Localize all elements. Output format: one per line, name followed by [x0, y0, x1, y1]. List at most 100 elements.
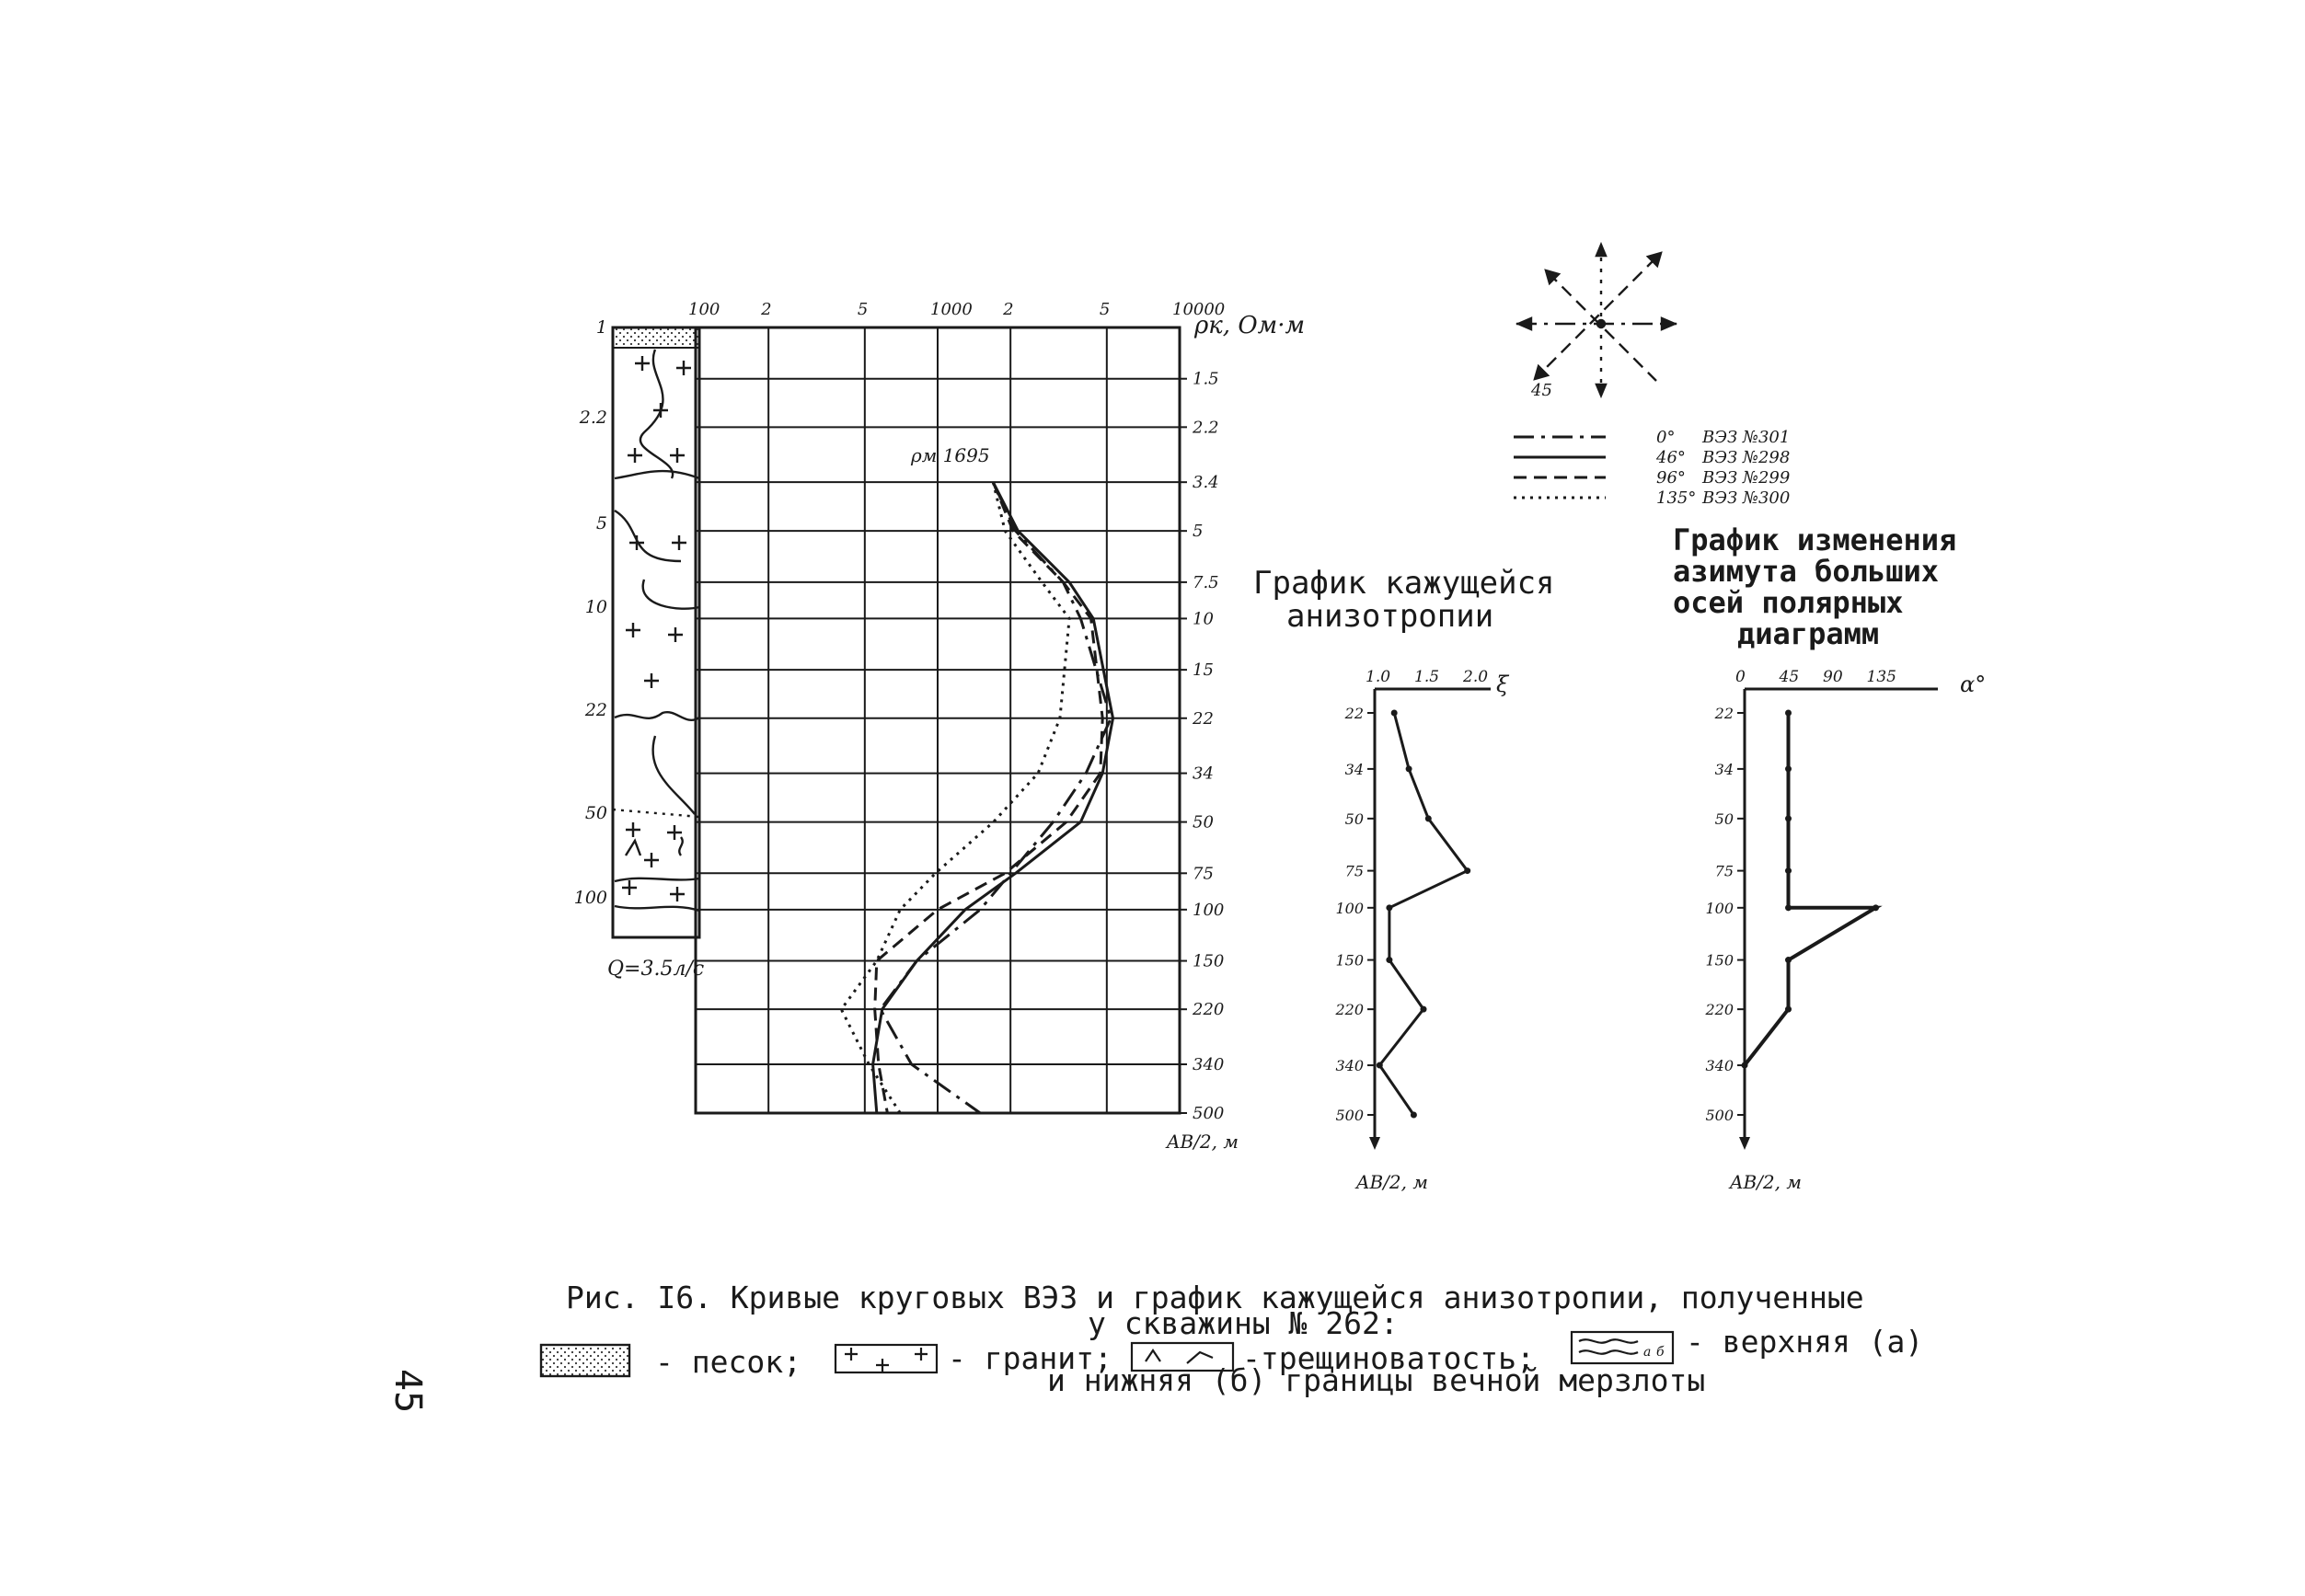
ves-y-axis-label: AB/2, м: [1165, 1131, 1239, 1153]
x-tick-label: 1.5: [1414, 668, 1439, 686]
ves-y-tick-label: 22: [1192, 709, 1214, 729]
y-tick-label: 22: [1344, 705, 1364, 722]
svg-text:10: 10: [585, 597, 607, 617]
y-tick-label: 75: [1345, 863, 1364, 880]
ves-x-tick-label: 5: [858, 300, 868, 319]
x-tick-label: 0: [1735, 668, 1746, 686]
legend-label: ВЭЗ №298: [1701, 448, 1790, 467]
x-tick-label: 135: [1867, 668, 1896, 686]
legend-permafrost-label: - верхняя (а): [1686, 1324, 1923, 1360]
ves-series-2: [873, 481, 1104, 1114]
anisotropy-chart: График кажущейся анизотропии 1.0 1.5 2.0 22…: [1253, 565, 1555, 1193]
svg-text:100: 100: [574, 888, 607, 908]
ves-y-tick-label: 15: [1193, 660, 1214, 680]
anisotropy-line: [1377, 712, 1469, 1116]
x-tick-label: 2.0: [1462, 668, 1488, 686]
anisotropy-x-symbol: ξ: [1496, 672, 1510, 697]
y-tick-label: 220: [1704, 1001, 1734, 1018]
legend-angle: 96°: [1656, 468, 1686, 488]
ves-x-tick-label: 100: [688, 300, 720, 319]
azimuth-x-symbol: α°: [1960, 672, 1986, 697]
ves-y-tick-label: 100: [1193, 901, 1224, 920]
legend-label: ВЭЗ №299: [1701, 468, 1790, 488]
permafrost-swatch: а б: [1570, 1330, 1675, 1365]
ves-y-tick-label: 150: [1193, 952, 1224, 971]
svg-text:а: а: [1643, 1345, 1651, 1360]
ves-annotation-rho-m: ρм 1695: [910, 444, 990, 466]
y-axis-arrow: [1369, 1137, 1380, 1150]
anisotropy-title-line-2: анизотропии: [1286, 598, 1493, 635]
y-tick-label: 100: [1705, 900, 1734, 917]
y-tick-label: 340: [1705, 1057, 1734, 1074]
ves-y-tick-label: 1.5: [1193, 370, 1219, 389]
caption-line-1: Рис. I6. Кривые круговых ВЭЗ и график ка…: [566, 1280, 1864, 1315]
ves-series-0: [879, 481, 1112, 1115]
legend-label: ВЭЗ №300: [1701, 488, 1790, 508]
x-tick-label: 1.0: [1366, 668, 1390, 686]
y-tick-label: 34: [1715, 761, 1734, 778]
ves-series-1: [871, 481, 1115, 1114]
legend-label: ВЭЗ №301: [1701, 428, 1790, 447]
y-tick-label: 340: [1335, 1057, 1364, 1074]
y-tick-label: 500: [1335, 1107, 1364, 1124]
svg-text:б: б: [1656, 1345, 1665, 1360]
ves-y-tick-label: 7.5: [1193, 573, 1219, 592]
svg-text:Q=3.5л/с: Q=3.5л/с: [607, 958, 704, 981]
ves-y-tick-label: 10: [1193, 609, 1214, 628]
legend-angle: 0°: [1656, 428, 1675, 447]
y-tick-label: 50: [1345, 810, 1364, 828]
caption-line-4: и нижняя (б) границы вечной мерзлоты: [1047, 1362, 1705, 1398]
legend-granite-label: - гранит;: [948, 1340, 1112, 1376]
ves-x-axis-label: ρк, Ом·м: [1193, 312, 1305, 339]
ves-y-tick-label: 500: [1193, 1104, 1224, 1123]
granite-swatch: [834, 1343, 939, 1374]
legend-sand-label: - песок;: [655, 1344, 801, 1380]
y-tick-label: 150: [1705, 952, 1734, 970]
svg-text:50: 50: [585, 803, 607, 823]
caption-line-2: у скважины № 262:: [1088, 1305, 1399, 1341]
svg-text:22: 22: [584, 700, 607, 720]
y-tick-label: 500: [1705, 1107, 1734, 1124]
svg-text:5: 5: [596, 513, 607, 534]
ves-y-tick-label: 3.4: [1193, 473, 1219, 492]
azimuth-line: [1743, 713, 1883, 1067]
fracture-swatch: [1130, 1341, 1235, 1372]
y-tick-label: 150: [1335, 952, 1364, 970]
ves-y-tick-label: 340: [1193, 1055, 1224, 1074]
anisotropy-title-line-1: График кажущейся: [1253, 565, 1555, 602]
sand-swatch: [539, 1343, 631, 1378]
figure-caption: Рис. I6. Кривые круговых ВЭЗ и график ка…: [539, 1280, 1923, 1398]
anisotropy-y-axis-label: AB/2, м: [1354, 1171, 1428, 1193]
ves-y-tick-label: 75: [1193, 864, 1214, 883]
ves-y-tick-label: 34: [1193, 764, 1214, 784]
svg-text:2.2: 2.2: [579, 408, 607, 428]
ves-y-tick-label: 220: [1192, 1000, 1224, 1019]
ves-x-tick-label: 5: [1100, 300, 1110, 319]
x-tick-label: 45: [1779, 668, 1800, 686]
svg-text:1: 1: [596, 317, 607, 338]
y-tick-label: 22: [1714, 705, 1734, 722]
compass-rose: 45: [1515, 241, 1678, 400]
x-tick-label: 90: [1823, 668, 1843, 686]
ves-x-tick-label: 10000: [1172, 300, 1225, 319]
ves-y-tick-label: 2.2: [1192, 418, 1219, 437]
azimuth-title-line-1: График изменения: [1673, 522, 1956, 557]
y-tick-label: 220: [1334, 1001, 1364, 1018]
compass-label: 45: [1530, 381, 1552, 400]
azimuth-title-line-3: осей полярных: [1673, 585, 1903, 620]
ves-y-tick-label: 5: [1193, 522, 1203, 541]
legend-angle: 46°: [1655, 448, 1686, 467]
page-number: 45: [386, 1369, 429, 1413]
y-tick-label: 100: [1335, 900, 1364, 917]
azimuth-title-line-2: азимута больших: [1673, 554, 1939, 589]
y-tick-label: 50: [1715, 810, 1734, 828]
azimuth-chart: График изменения азимута больших осей по…: [1673, 522, 1986, 1193]
azimuth-y-axis-label: AB/2, м: [1728, 1171, 1802, 1193]
ves-x-tick-label: 1000: [930, 300, 973, 319]
ves-y-tick-label: 50: [1193, 813, 1214, 832]
y-tick-label: 75: [1715, 863, 1734, 880]
